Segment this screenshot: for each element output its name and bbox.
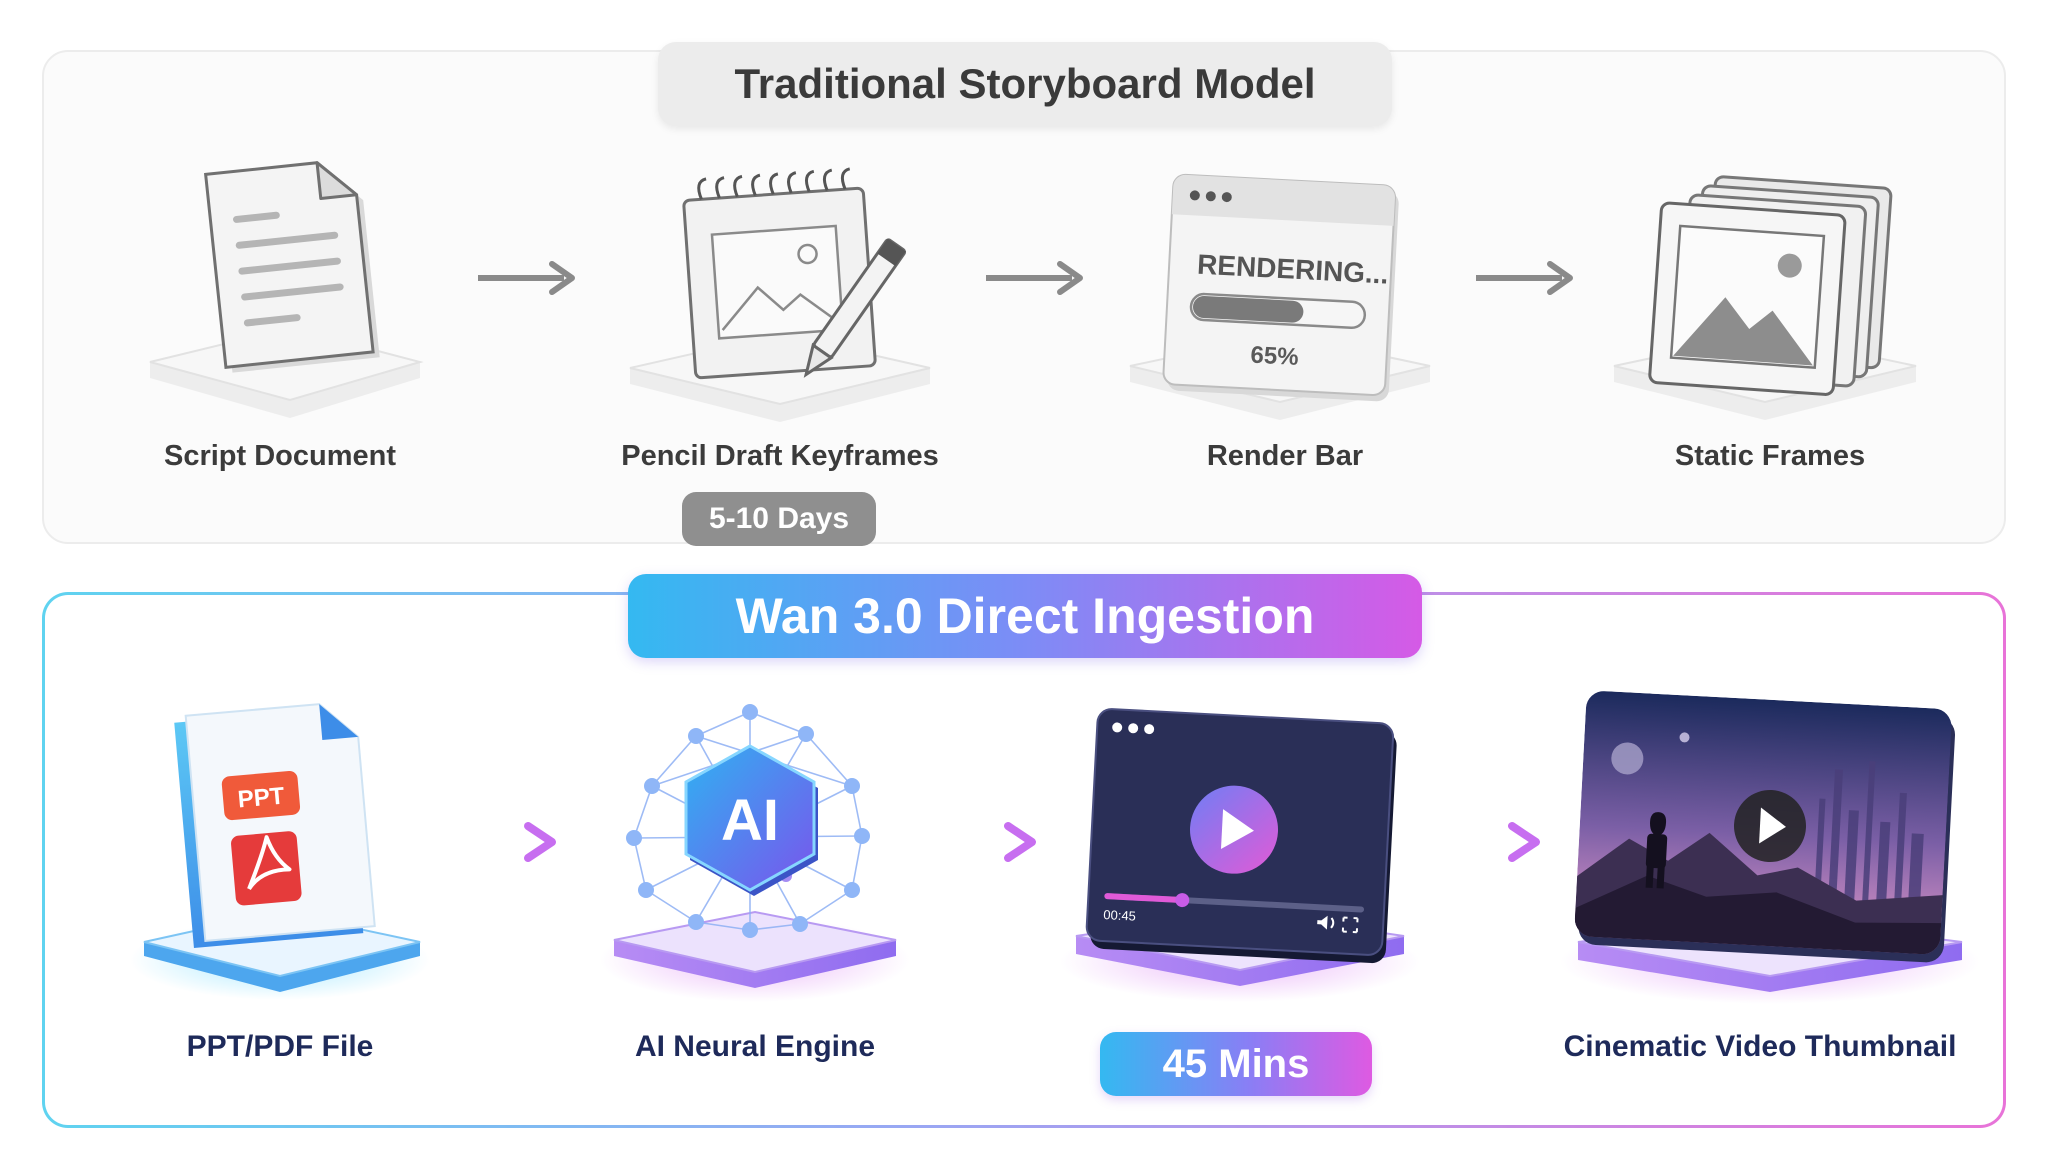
static-frames-icon bbox=[1613, 175, 1917, 420]
duration-badge-wan: 45 Mins bbox=[1100, 1032, 1372, 1096]
traditional-title: Traditional Storyboard Model bbox=[658, 42, 1392, 126]
wan-title: Wan 3.0 Direct Ingestion bbox=[628, 574, 1422, 658]
video-player-icon: 00:45 bbox=[1060, 708, 1420, 1002]
arrow-right-icon bbox=[1440, 822, 1540, 862]
cinematic-thumbnail-icon bbox=[1560, 690, 1980, 1004]
arrow-right-icon bbox=[986, 261, 1083, 295]
step-label-pencil-draft: Pencil Draft Keyframes bbox=[621, 440, 939, 472]
arrow-right-icon bbox=[478, 261, 575, 295]
ai-neural-engine-icon: AI bbox=[600, 704, 910, 1002]
step-label-static-frames: Static Frames bbox=[1674, 440, 1866, 472]
render-bar-icon: RENDERING... 65% bbox=[1129, 173, 1431, 420]
arrow-right-icon bbox=[456, 822, 556, 862]
pencil-sketchpad-icon bbox=[629, 167, 931, 422]
script-document-icon bbox=[149, 161, 424, 418]
step-label-render-bar: Render Bar bbox=[1206, 440, 1364, 472]
arrow-right-icon bbox=[1476, 261, 1573, 295]
ai-label: AI bbox=[721, 788, 779, 853]
ppt-pdf-file-icon: PPT bbox=[130, 703, 430, 1000]
render-progress-text: 65% bbox=[1250, 342, 1299, 371]
arrow-right-icon bbox=[936, 822, 1036, 862]
duration-badge-traditional: 5-10 Days bbox=[682, 492, 876, 546]
step-label-script-document: Script Document bbox=[163, 440, 397, 472]
video-timestamp: 00:45 bbox=[1103, 907, 1136, 924]
step-label-ppt-pdf: PPT/PDF File bbox=[186, 1030, 374, 1063]
step-label-cinematic-thumbnail: Cinematic Video Thumbnail bbox=[1563, 1030, 1957, 1063]
step-label-ai-engine: AI Neural Engine bbox=[634, 1030, 876, 1063]
ppt-label: PPT bbox=[237, 783, 286, 814]
